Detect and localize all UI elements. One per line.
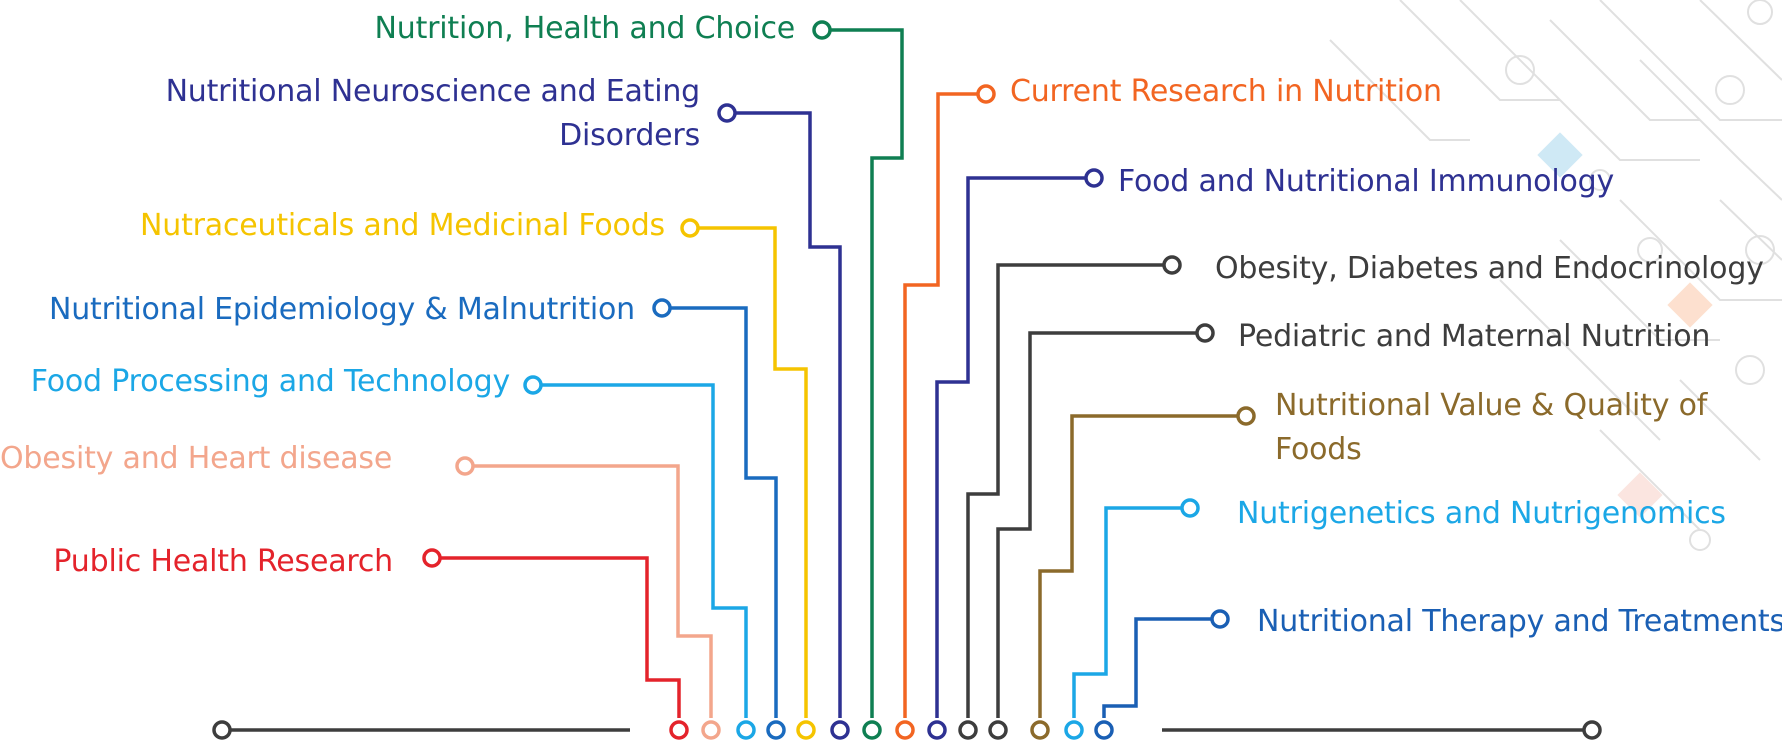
node-start-neuroscience-eating bbox=[830, 720, 850, 740]
node-end-public-health bbox=[422, 548, 442, 568]
decor-trace-1 bbox=[1399, 0, 1560, 101]
node-start-current-research bbox=[895, 720, 915, 740]
topic-label-epidemiology: Nutritional Epidemiology & Malnutrition bbox=[48, 292, 635, 327]
node-end-food-processing bbox=[523, 375, 543, 395]
connector-therapy bbox=[1102, 617, 1220, 718]
decor-node-7 bbox=[1745, 235, 1775, 265]
topic-label-food-processing: Food Processing and Technology bbox=[30, 364, 510, 399]
topic-label-obesity-diabetes: Obesity, Diabetes and Endocrinology bbox=[1215, 251, 1764, 286]
node-end-therapy bbox=[1210, 609, 1230, 629]
node-end-nutrition-health-choice bbox=[812, 20, 832, 40]
decor-trace-9 bbox=[1499, 279, 1661, 441]
topic-label-nutraceuticals: Nutraceuticals and Medicinal Foods bbox=[140, 208, 665, 243]
decor-node-3 bbox=[1637, 237, 1663, 263]
topic-label-public-health: Public Health Research bbox=[53, 544, 393, 579]
baseline-node-left bbox=[212, 720, 232, 740]
decor-trace-10 bbox=[1679, 379, 1761, 461]
decor-trace-6 bbox=[1699, 0, 1782, 81]
node-end-obesity-heart bbox=[455, 456, 475, 476]
node-end-epidemiology bbox=[652, 298, 672, 318]
node-end-nutraceuticals bbox=[680, 218, 700, 238]
decor-node-2 bbox=[1715, 75, 1745, 105]
node-end-nutrigenetics bbox=[1180, 498, 1200, 518]
topic-label-nutrigenetics: Nutrigenetics and Nutrigenomics bbox=[1237, 496, 1726, 531]
node-start-food-processing bbox=[736, 720, 756, 740]
node-end-immunology bbox=[1084, 168, 1104, 188]
topic-label-nutrition-health-choice: Nutrition, Health and Choice bbox=[374, 11, 796, 46]
node-start-obesity-diabetes bbox=[958, 720, 978, 740]
decor-trace-7 bbox=[1559, 239, 1720, 341]
decor-node-6 bbox=[1689, 529, 1711, 551]
connector-obesity-heart bbox=[465, 464, 713, 718]
topic-label-therapy: Nutritional Therapy and Treatments bbox=[1257, 604, 1782, 639]
node-start-nutraceuticals bbox=[796, 720, 816, 740]
decor-trace-2 bbox=[1459, 0, 1700, 161]
decor-trace-0 bbox=[1329, 39, 1470, 141]
connector-nutrition-health-choice bbox=[822, 28, 904, 718]
node-end-pediatric bbox=[1195, 323, 1215, 343]
node-start-epidemiology bbox=[766, 720, 786, 740]
connector-epidemiology bbox=[662, 306, 778, 718]
connector-obesity-diabetes bbox=[966, 263, 1172, 718]
decor-node-4 bbox=[1747, 0, 1773, 25]
topic-label-current-research: Current Research in Nutrition bbox=[1010, 74, 1442, 109]
connector-food-processing bbox=[533, 383, 748, 718]
node-start-nutrition-health-choice bbox=[862, 720, 882, 740]
decor-trace-12 bbox=[1719, 199, 1782, 261]
node-start-public-health bbox=[669, 720, 689, 740]
node-end-obesity-diabetes bbox=[1162, 255, 1182, 275]
node-start-immunology bbox=[927, 720, 947, 740]
topic-label-neuroscience-eating: Nutritional Neuroscience and Eating Diso… bbox=[165, 74, 701, 153]
decor-trace-5 bbox=[1639, 59, 1782, 201]
node-end-neuroscience-eating bbox=[717, 103, 737, 123]
topic-label-obesity-heart: Obesity and Heart disease bbox=[0, 441, 393, 476]
node-start-nutrigenetics bbox=[1064, 720, 1084, 740]
decor-trace-4 bbox=[1599, 0, 1782, 121]
topic-label-immunology: Food and Nutritional Immunology bbox=[1118, 164, 1615, 199]
connector-neuroscience-eating bbox=[727, 111, 842, 718]
node-end-nutritional-value bbox=[1236, 406, 1256, 426]
decor-node-1 bbox=[1589, 169, 1611, 191]
connector-nutrigenetics bbox=[1072, 506, 1190, 718]
baseline-node-right bbox=[1582, 720, 1602, 740]
connector-public-health bbox=[432, 556, 681, 718]
node-start-obesity-heart bbox=[701, 720, 721, 740]
decor-trace-8 bbox=[1619, 199, 1782, 301]
node-end-current-research bbox=[976, 84, 996, 104]
decor-node-5 bbox=[1735, 355, 1765, 385]
node-start-therapy bbox=[1094, 720, 1114, 740]
decor-trace-3 bbox=[1549, 19, 1700, 121]
connector-current-research bbox=[903, 92, 986, 718]
decor-node-0 bbox=[1505, 55, 1535, 85]
connector-pediatric bbox=[996, 331, 1205, 718]
connector-immunology bbox=[935, 176, 1094, 718]
decor-trace-11 bbox=[1599, 429, 1701, 531]
connector-nutraceuticals bbox=[690, 226, 808, 718]
topic-label-nutritional-value: Nutritional Value & Quality of Foods bbox=[1275, 388, 1708, 467]
decor-diamond-0 bbox=[1537, 132, 1583, 178]
node-start-nutritional-value bbox=[1030, 720, 1050, 740]
connector-nutritional-value bbox=[1038, 414, 1246, 718]
node-start-pediatric bbox=[988, 720, 1008, 740]
topic-label-pediatric: Pediatric and Maternal Nutrition bbox=[1238, 319, 1711, 354]
